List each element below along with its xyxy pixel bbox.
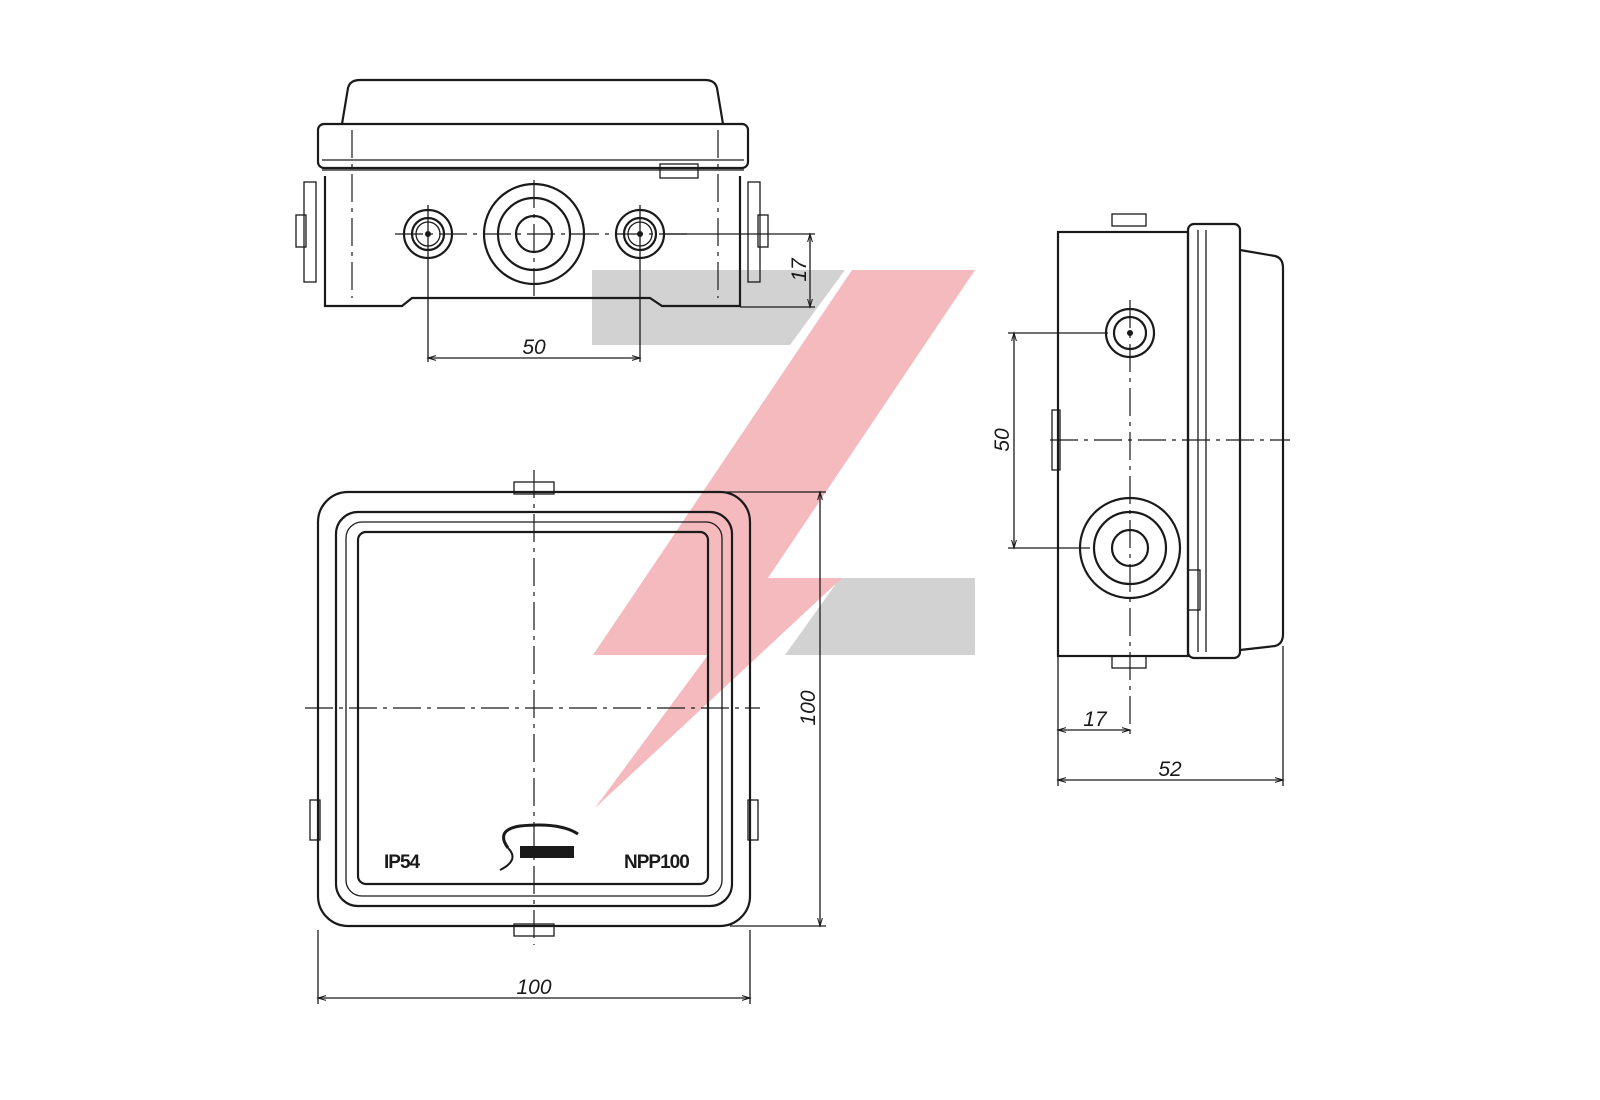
side-view: 50 17 52: [991, 213, 1290, 786]
model-marking: NPP100: [624, 852, 689, 873]
dim-side-hole-spacing: 50: [991, 428, 1014, 452]
watermark-lightning-bolt: [593, 270, 975, 808]
watermark-bar-top: [592, 270, 845, 345]
front-view: IP54 NPP100 100 100: [305, 470, 826, 1004]
dim-top-hole-spacing: 50: [522, 336, 546, 359]
ip-rating-marking: IP54: [384, 852, 421, 873]
dim-side-hole-offset: 17: [1083, 708, 1108, 731]
dim-front-height: 100: [797, 690, 820, 725]
dim-top-hole-height: 17: [788, 257, 811, 282]
watermark-logo: [592, 270, 975, 808]
watermark-bar-bottom: [785, 578, 975, 655]
brand-logo: [499, 823, 579, 871]
dim-front-width: 100: [516, 976, 551, 999]
top-view: 50 17: [295, 78, 815, 362]
dim-side-depth: 52: [1158, 758, 1182, 781]
